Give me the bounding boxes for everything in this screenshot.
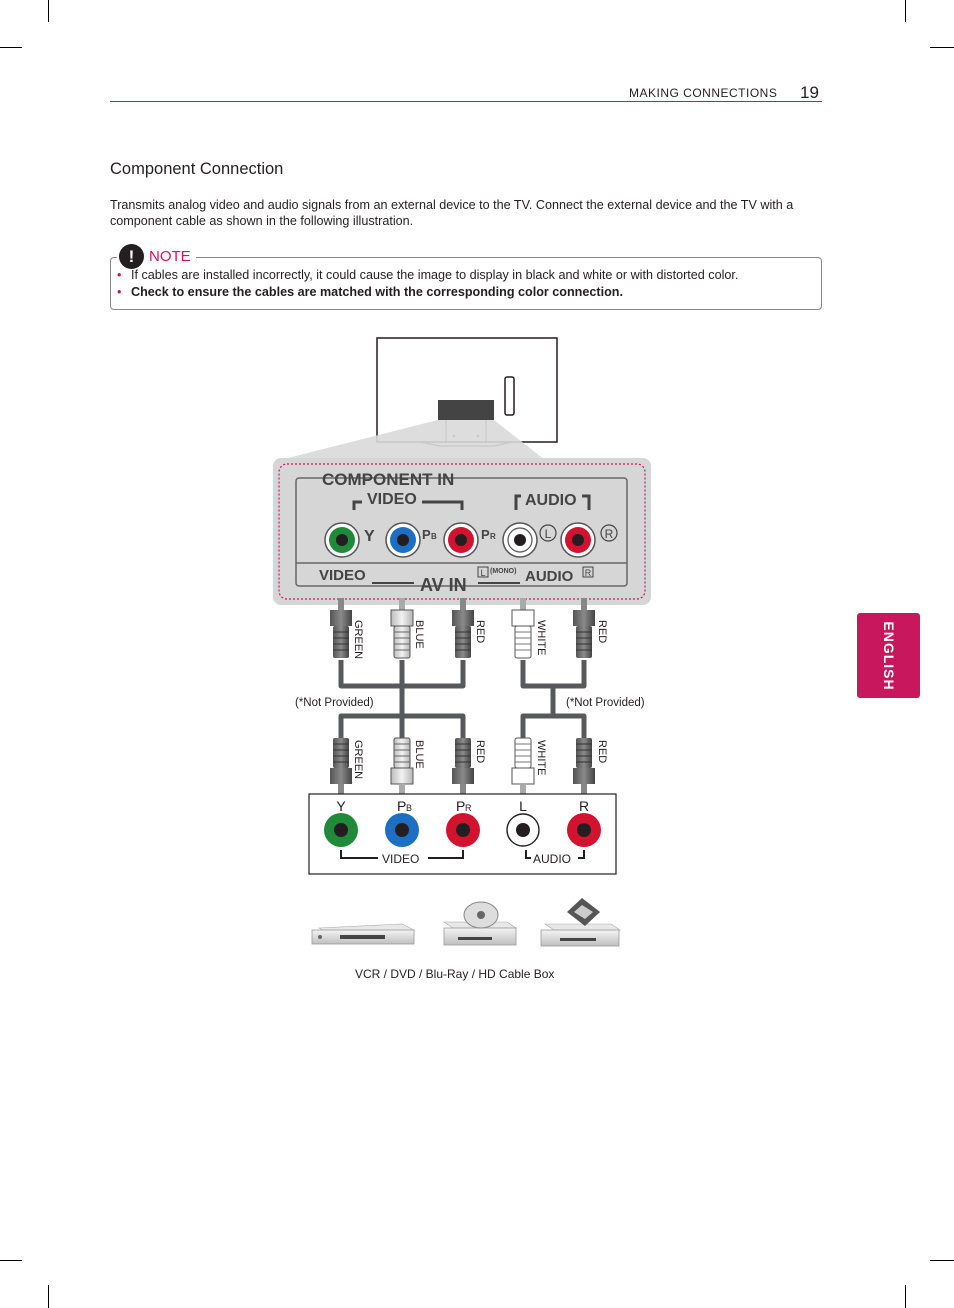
component-in-label: COMPONENT IN [322, 470, 454, 489]
dvd-player-icon [443, 901, 517, 946]
device-jack-r [567, 813, 601, 847]
panel-pr-label: P [481, 527, 490, 542]
panel-jack-l [502, 522, 538, 558]
tv-illustration [280, 337, 558, 460]
device-output-panel: Y P B P R L R VIDEO AUDIO [308, 793, 617, 875]
note-item-text: If cables are installed incorrectly, it … [131, 268, 739, 282]
av-l-label: L [480, 568, 485, 578]
bullet-icon: • [117, 284, 122, 299]
plug-red2-bottom [573, 738, 595, 796]
plug-label-red-bottom: RED [474, 740, 486, 763]
figure-caption: VCR / DVD / Blu-Ray / HD Cable Box [355, 967, 555, 981]
cable-wires [338, 660, 587, 738]
plug-red-top [452, 598, 474, 658]
note-item: • Check to ensure the cables are matched … [117, 284, 738, 301]
exclamation-icon: ! [119, 244, 144, 269]
plug-red2-top [573, 598, 595, 658]
section-title: MAKING CONNECTIONS [629, 86, 778, 100]
bullet-icon: • [117, 268, 122, 282]
panel-pb-sub: B [431, 532, 437, 541]
panel-jack-pr [443, 522, 479, 558]
plug-blue-top [390, 598, 414, 659]
top-plugs [330, 598, 595, 659]
plug-label-red2-top: RED [596, 620, 608, 643]
plug-red-bottom [452, 738, 474, 796]
plug-blue-bottom [390, 737, 414, 796]
panel-pr-sub: R [490, 532, 496, 541]
note-label: NOTE [149, 248, 191, 265]
plug-label-blue-bottom: BLUE [413, 740, 425, 769]
page-number: 19 [800, 83, 819, 102]
device-jack-pb [385, 813, 419, 847]
device-video-label: VIDEO [382, 852, 419, 866]
av-audio-label: AUDIO [525, 568, 574, 585]
plug-label-red2-bottom: RED [596, 740, 608, 763]
device-l-label: L [519, 798, 527, 814]
bluray-player-icon [540, 898, 621, 947]
crop-mark [0, 47, 22, 48]
plug-green-top [330, 598, 352, 658]
plug-label-red-top: RED [474, 620, 486, 643]
plug-label-white-bottom: WHITE [535, 740, 547, 775]
connection-diagram: COMPONENT IN VIDEO AUDIO Y P B P R L [273, 337, 651, 947]
crop-mark [905, 0, 906, 22]
panel-jack-r [560, 522, 596, 558]
crop-mark [48, 0, 49, 22]
crop-mark [905, 1285, 906, 1308]
page-title: Component Connection [110, 160, 284, 178]
device-audio-label: AUDIO [533, 852, 571, 866]
av-in-label: AV IN [420, 575, 467, 595]
note-box [110, 257, 822, 310]
av-r-label: R [585, 568, 592, 578]
header-rule [110, 101, 822, 102]
device-jack-y [324, 813, 358, 847]
av-video-label: VIDEO [319, 567, 366, 584]
vcr-icon [311, 923, 416, 945]
crop-mark [930, 47, 954, 48]
tv-input-panel: COMPONENT IN VIDEO AUDIO Y P B P R L [273, 458, 651, 605]
device-pb-sub: B [406, 803, 412, 813]
bottom-plugs [330, 737, 595, 796]
device-jack-l [506, 813, 540, 847]
panel-audio-label: AUDIO [525, 492, 577, 509]
not-provided-left: (*Not Provided) [295, 697, 374, 709]
note-item-text: Check to ensure the cables are matched w… [131, 284, 623, 299]
plug-white-bottom [511, 737, 535, 796]
plug-white-top [511, 598, 535, 659]
not-provided-right: (*Not Provided) [566, 697, 645, 709]
device-pr-label: P [456, 798, 465, 814]
panel-video-label: VIDEO [367, 491, 417, 508]
device-y-label: Y [336, 798, 346, 814]
panel-pb-label: P [422, 527, 431, 542]
language-tab: ENGLISH [857, 613, 920, 698]
plug-label-green-bottom: GREEN [352, 740, 364, 779]
plug-label-blue-top: BLUE [413, 620, 425, 649]
note-list: • If cables are installed incorrectly, it… [117, 267, 738, 300]
language-tab-label: ENGLISH [880, 620, 897, 691]
panel-y-label: Y [364, 528, 375, 545]
plug-label-green-top: GREEN [352, 620, 364, 659]
device-r-label: R [579, 798, 589, 814]
intro-paragraph: Transmits analog video and audio signals… [110, 198, 794, 228]
note-header: ! NOTE [117, 244, 196, 269]
plug-green-bottom [330, 738, 352, 796]
mono-label: (MONO) [490, 568, 516, 575]
device-pb-label: P [397, 798, 406, 814]
panel-jack-pb [385, 522, 421, 558]
note-item: • If cables are installed incorrectly, it… [117, 267, 738, 284]
panel-l-label: L [545, 527, 552, 541]
crop-mark [0, 1260, 22, 1261]
crop-mark [48, 1285, 49, 1308]
device-jack-pr [446, 813, 480, 847]
device-pr-sub: R [465, 803, 472, 813]
plug-label-white-top: WHITE [535, 620, 547, 655]
panel-jack-y [324, 522, 360, 558]
crop-mark [930, 1260, 954, 1261]
panel-r-label: R [605, 527, 614, 541]
